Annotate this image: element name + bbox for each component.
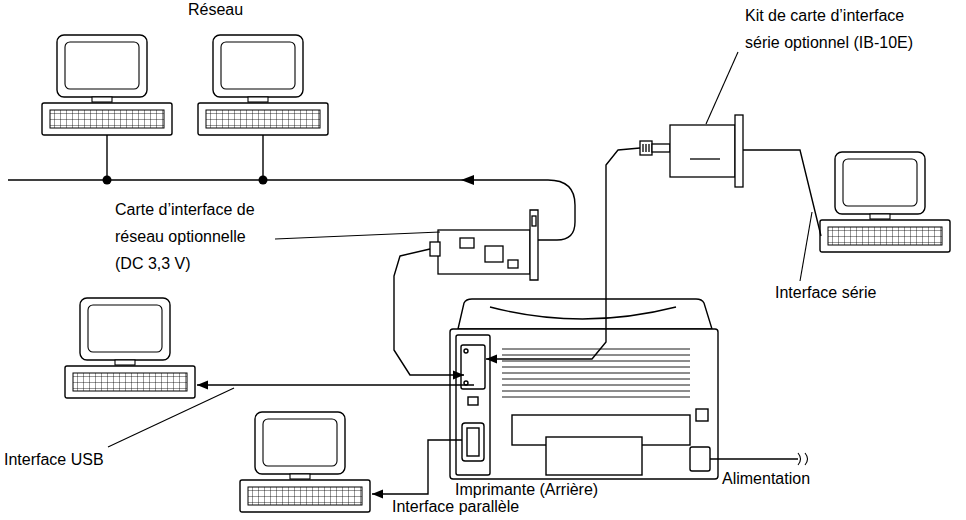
network-computer	[42, 35, 172, 135]
label-holder: Alimentation	[722, 470, 810, 488]
node-text: Imprimante (Arrière)	[455, 481, 675, 499]
cable-arrow	[486, 148, 640, 359]
interface-card: Carte d’interface de réseau optionnelle …	[430, 208, 542, 282]
serial-cable	[743, 150, 821, 236]
power-cord-end	[798, 453, 808, 465]
serial-computer	[820, 152, 950, 252]
arrow-head	[461, 175, 474, 185]
printer: Imprimante (Arrière)	[450, 297, 720, 502]
serial-card	[640, 115, 743, 187]
cable-arrow	[394, 249, 464, 375]
node-text: Carte d’interface de réseau optionnelle …	[115, 196, 275, 277]
power-label: Alimentation	[722, 470, 810, 488]
node-text: Kit de carte d’interface série optionnel…	[745, 2, 935, 56]
parallel-computer	[240, 412, 370, 512]
interface-label: Interface série	[775, 284, 876, 302]
leader-line	[800, 212, 812, 281]
usb-computer	[65, 298, 195, 398]
power-cord	[710, 458, 798, 459]
network-junction	[259, 176, 268, 185]
printer-rear	[450, 299, 718, 479]
network-cable	[8, 135, 575, 240]
network-card	[430, 210, 538, 280]
label-holder: Réseau	[188, 1, 243, 19]
leader-line	[706, 52, 738, 124]
leader-line	[108, 388, 234, 447]
network-computer	[198, 35, 328, 135]
parallel-cable	[372, 440, 462, 494]
interface-card: Kit de carte d’interface série optionnel…	[640, 115, 745, 187]
interface-label: Interface USB	[4, 451, 104, 469]
interface-label: Interface parallèle	[392, 498, 519, 516]
network-label: Réseau	[188, 1, 243, 19]
network-junction	[103, 176, 112, 185]
usb-cable	[197, 384, 474, 385]
label-holder: Interface parallèle	[392, 498, 519, 516]
label-holder: Interface USB	[4, 451, 104, 469]
label-holder: Interface série	[775, 284, 876, 302]
leader-line	[275, 232, 440, 239]
